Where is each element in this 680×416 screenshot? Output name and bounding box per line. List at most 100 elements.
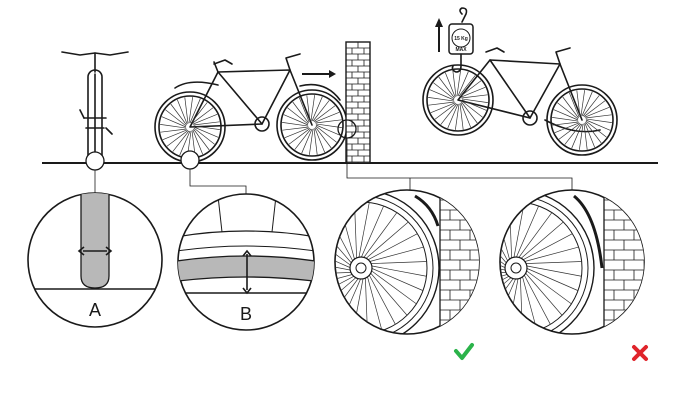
detail-tire-height: B bbox=[177, 193, 315, 331]
wheel-spoke bbox=[309, 128, 314, 155]
ok-check-icon bbox=[454, 343, 474, 360]
wheel-spoke bbox=[452, 70, 457, 97]
wheel-spoke bbox=[310, 95, 315, 122]
wheel-spoke bbox=[311, 96, 323, 122]
wheel-spoke bbox=[179, 130, 191, 156]
wheel-spoke bbox=[191, 107, 214, 124]
wheel-spoke bbox=[583, 123, 588, 150]
wheel-spoke bbox=[461, 98, 488, 103]
wheel-spoke bbox=[461, 101, 478, 124]
wheel-spoke bbox=[428, 101, 455, 106]
wheel-spoke bbox=[193, 121, 220, 126]
hook-weight-label: 15 Kg bbox=[454, 36, 468, 42]
wheel-spoke bbox=[434, 103, 457, 120]
wheel-spoke bbox=[184, 97, 189, 124]
wheel-spoke bbox=[315, 125, 337, 143]
wheel-spoke bbox=[170, 103, 187, 126]
wheel-spoke bbox=[283, 114, 309, 126]
wheel-spoke bbox=[335, 220, 353, 264]
wheel-spoke bbox=[166, 130, 189, 147]
wheel-spoke bbox=[579, 123, 584, 150]
wheel-spoke bbox=[160, 128, 187, 133]
wheel-spoke bbox=[335, 271, 353, 275]
wheel-spoke bbox=[461, 94, 488, 99]
wheel-spoke bbox=[284, 127, 310, 138]
wheel-spoke bbox=[370, 269, 417, 305]
wheel-spoke bbox=[161, 116, 187, 128]
wheel-spoke bbox=[315, 126, 332, 149]
wheel-spoke bbox=[335, 245, 352, 269]
wheel-spoke bbox=[585, 120, 607, 138]
wheel-spoke bbox=[193, 126, 219, 138]
wheel-spoke bbox=[335, 273, 354, 290]
height-arrow-icon bbox=[242, 249, 252, 295]
wheel-spoke bbox=[513, 202, 525, 259]
wheel-spoke bbox=[335, 211, 354, 262]
wheel-spoke bbox=[428, 97, 455, 102]
wheel-spoke bbox=[517, 212, 553, 259]
wheel-spoke bbox=[582, 95, 600, 117]
wheel-spoke bbox=[368, 274, 396, 325]
wheel-spoke bbox=[429, 89, 455, 101]
wheel-spoke bbox=[457, 71, 469, 97]
wheel-spoke bbox=[552, 117, 579, 122]
brick-wall bbox=[345, 41, 371, 164]
wheel-spoke bbox=[552, 121, 579, 126]
wheel-spoke bbox=[524, 261, 582, 265]
bad-cross-icon bbox=[632, 345, 648, 361]
wheel-spoke bbox=[294, 128, 312, 150]
wheel-spoke bbox=[571, 123, 583, 149]
wheel-spoke bbox=[315, 124, 341, 136]
wheel-spoke bbox=[314, 127, 325, 153]
wheel-spoke bbox=[460, 87, 486, 98]
wheel-spoke bbox=[172, 130, 190, 152]
wheel-spoke bbox=[569, 92, 580, 118]
wheel-spoke bbox=[288, 128, 311, 145]
wheel-spoke bbox=[358, 202, 370, 259]
wheel-spoke bbox=[365, 221, 409, 260]
wheel-spoke bbox=[312, 100, 330, 122]
wheel-spoke bbox=[440, 103, 458, 125]
wheel-spoke bbox=[193, 127, 215, 145]
wheel-spoke bbox=[522, 233, 573, 261]
bike-front-view bbox=[61, 51, 129, 163]
bike-side-view bbox=[154, 53, 348, 163]
wheel-spoke bbox=[189, 98, 201, 124]
wheel-spoke bbox=[585, 119, 611, 131]
wheel-spoke bbox=[557, 102, 579, 120]
wheel-spoke bbox=[192, 114, 218, 125]
wheel-spoke bbox=[521, 275, 538, 331]
wheel-spoke bbox=[160, 124, 187, 129]
wheel-spoke bbox=[366, 275, 383, 331]
wheel-spoke bbox=[520, 221, 564, 260]
wheel-spoke bbox=[584, 122, 595, 148]
wheel-spoke bbox=[315, 119, 342, 124]
wheel-spoke bbox=[585, 114, 612, 119]
wheel-spoke bbox=[584, 107, 610, 118]
wheel-spoke bbox=[524, 272, 563, 316]
wheel-spoke bbox=[362, 212, 398, 259]
wheel-spoke bbox=[458, 75, 476, 97]
wheel-spoke bbox=[564, 123, 582, 145]
wheel-spoke bbox=[456, 70, 461, 97]
wheel-spoke bbox=[455, 103, 460, 130]
wheel-spoke bbox=[459, 80, 482, 97]
wheel-spoke bbox=[165, 109, 187, 127]
wheel-spoke bbox=[523, 274, 551, 325]
wheel-spoke bbox=[500, 277, 515, 324]
connector-lines bbox=[94, 138, 573, 194]
wheel-spoke bbox=[313, 128, 318, 155]
wheel-spoke bbox=[459, 103, 464, 130]
wheel-spoke bbox=[460, 102, 471, 128]
wheel-spoke bbox=[335, 231, 352, 267]
wheel-spoke bbox=[523, 246, 579, 263]
up-arrow-icon bbox=[435, 18, 443, 52]
wheel-spoke bbox=[461, 100, 483, 118]
wheel-spoke bbox=[177, 99, 188, 125]
wheel-spoke bbox=[500, 220, 508, 264]
wheel-spoke bbox=[515, 205, 539, 259]
wheel-spoke bbox=[190, 102, 208, 124]
wheel-spoke bbox=[360, 205, 384, 259]
wheel-spoke bbox=[438, 76, 455, 99]
